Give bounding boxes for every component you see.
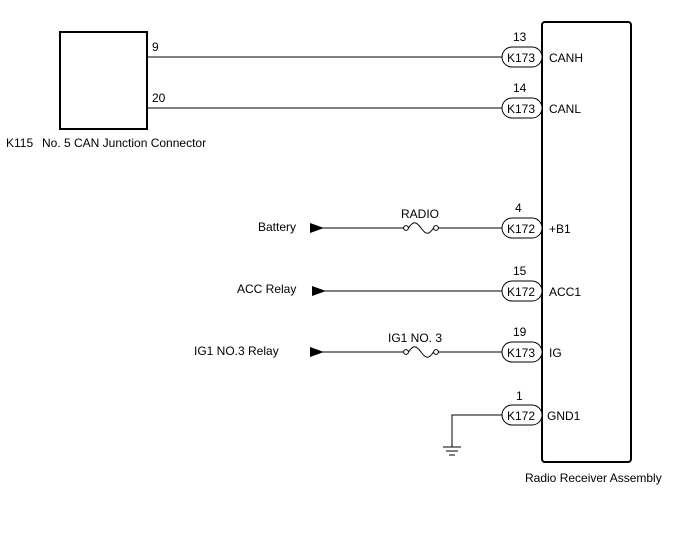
pin-13: 13 — [513, 30, 527, 44]
connector-badge-ig — [501, 341, 543, 363]
fuse-label-radio: RADIO — [401, 207, 439, 221]
pin-14: 14 — [513, 81, 527, 95]
pin-4: 4 — [515, 201, 522, 215]
terminal-ig: IG — [549, 346, 562, 360]
terminal-b1: +B1 — [549, 222, 571, 236]
pin-15: 15 — [513, 264, 527, 278]
connector-label-ig: K173 — [507, 346, 535, 360]
receiver-name: Radio Receiver Assembly — [525, 471, 662, 485]
ground-icon — [443, 446, 461, 456]
terminal-acc1: ACC1 — [549, 285, 581, 299]
pin-1: 1 — [516, 389, 523, 403]
radio-receiver-box — [541, 21, 632, 463]
fuse-icon — [403, 346, 439, 358]
connector-label-b1: K172 — [507, 222, 535, 236]
connector-badge-canh — [501, 46, 543, 68]
fuse-icon — [403, 222, 439, 234]
connector-badge-acc1 — [501, 280, 543, 302]
terminal-canl: CANL — [549, 102, 581, 116]
source-ig1-relay: IG1 NO.3 Relay — [194, 344, 279, 358]
pin-19: 19 — [513, 325, 527, 339]
connector-label-canl: K173 — [507, 102, 535, 116]
source-battery: Battery — [258, 220, 296, 234]
terminal-gnd1: GND1 — [547, 409, 581, 423]
junction-pin-20: 20 — [152, 91, 166, 105]
junction-id: K115 — [6, 136, 33, 150]
source-acc-relay: ACC Relay — [237, 282, 296, 296]
fuse-label-ig1-no3: IG1 NO. 3 — [388, 331, 442, 345]
junction-pin-9: 9 — [152, 40, 159, 54]
junction-connector-box — [59, 31, 148, 130]
connector-label-gnd1: K172 — [507, 409, 535, 423]
connector-label-acc1: K172 — [507, 285, 535, 299]
wire-gnd1 — [451, 414, 502, 447]
connector-label-canh: K173 — [507, 51, 535, 65]
junction-name: No. 5 CAN Junction Connector — [42, 136, 206, 150]
connector-badge-b1 — [501, 217, 543, 239]
terminal-canh: CANH — [549, 51, 583, 65]
connector-badge-gnd1 — [501, 404, 543, 426]
connector-badge-canl — [501, 97, 543, 119]
